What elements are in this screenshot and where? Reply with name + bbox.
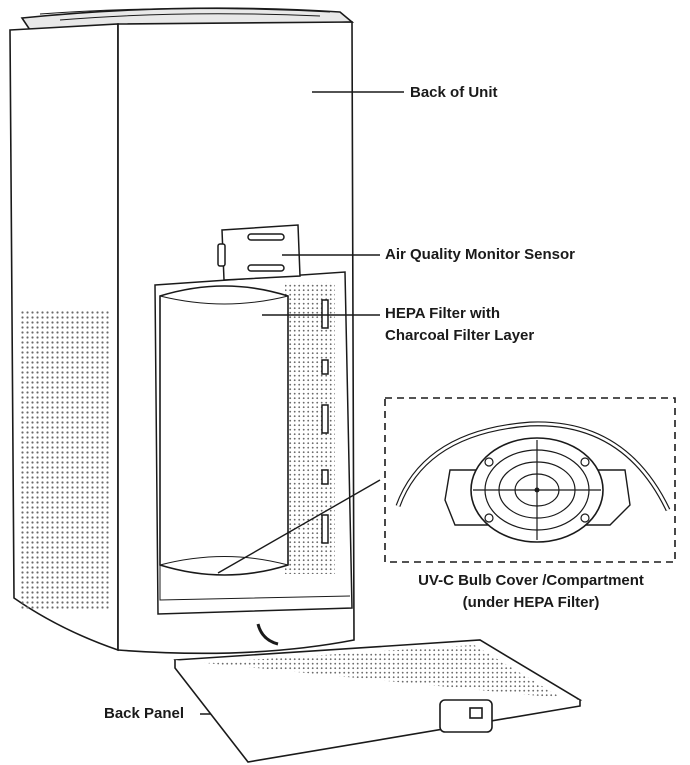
leader-uvc <box>217 479 381 574</box>
label-hepa-line2: Charcoal Filter Layer <box>385 327 535 344</box>
back-panel <box>173 623 583 763</box>
label-uvc-line2: (under HEPA Filter) <box>462 594 600 611</box>
label-uvc: UV-C Bulb Cover /Compartment (under HEPA… <box>400 570 662 614</box>
side-perforations <box>20 310 110 610</box>
label-air-quality-sensor: Air Quality Monitor Sensor <box>385 246 576 263</box>
label-back-of-unit: Back of Unit <box>410 84 498 101</box>
label-hepa-line1: HEPA Filter with <box>385 305 501 322</box>
air-quality-sensor <box>217 224 301 281</box>
uvc-inset <box>384 397 676 563</box>
label-back-panel: Back Panel <box>104 705 185 722</box>
label-uvc-line1: UV-C Bulb Cover /Compartment <box>418 572 644 589</box>
hepa-filter <box>159 285 351 601</box>
label-hepa-filter: HEPA Filter with Charcoal Filter Layer <box>385 303 534 347</box>
